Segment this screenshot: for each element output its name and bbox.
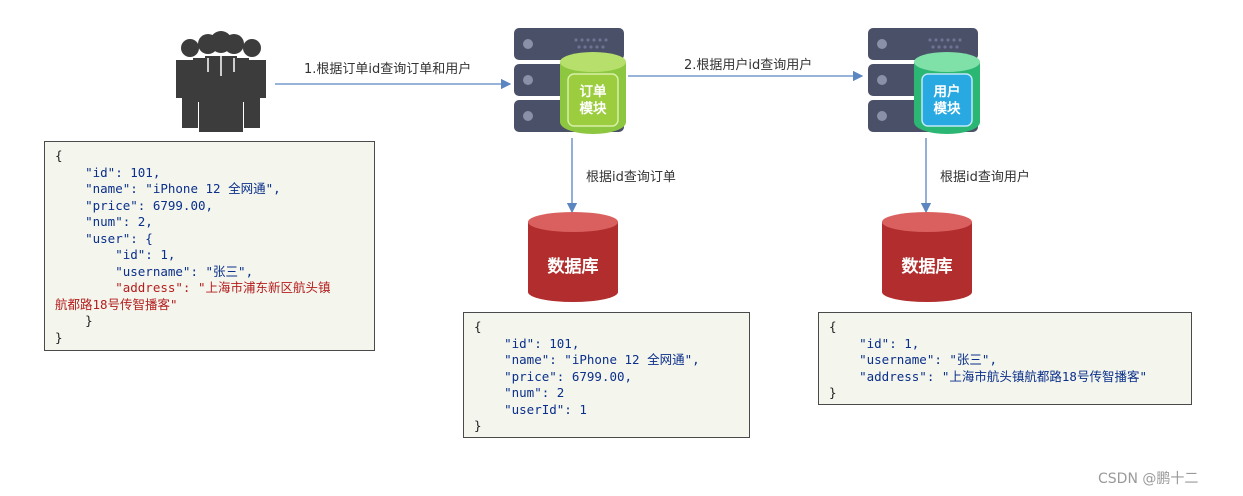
code-line: } (474, 418, 482, 433)
code-line: "num": 2, (55, 214, 153, 229)
arrow-label-query-order-by-id: 根据id查询订单 (586, 170, 676, 185)
arrow-label-query-user-by-id: 根据id查询用户 (940, 170, 1030, 185)
code-line: "address": "上海市浦东新区航头镇 (55, 280, 331, 295)
code-line: "num": 2 (474, 385, 565, 400)
order-module-line2: 模块 (579, 101, 607, 117)
code-line: "name": "iPhone 12 全网通", (55, 181, 281, 196)
user-database-label: 数据库 (901, 257, 953, 277)
user-module-cylinder (914, 52, 980, 134)
user-module-line2: 模块 (933, 101, 961, 117)
code-block-user: { "id": 1, "username": "张三", "address": … (818, 312, 1192, 405)
code-line: "price": 6799.00, (474, 368, 633, 384)
code-line: "id": 1, (55, 247, 176, 262)
code-line: "id": 1, (829, 335, 920, 351)
code-line: } (829, 385, 837, 400)
code-line: { (829, 319, 837, 334)
code-line: "price": 6799.00, (55, 197, 214, 213)
code-line: "name": "iPhone 12 全网通", (474, 352, 700, 367)
code-line: "address": "上海市航头镇航都路18号传智播客" (829, 368, 1147, 384)
order-database-icon (528, 212, 618, 302)
code-line: "user": { (55, 230, 153, 246)
code-block-result: { "id": 101, "name": "iPhone 12 全网通", "p… (44, 141, 375, 351)
order-module-cylinder (560, 52, 626, 134)
arrow-label-query-order-and-user: 1.根据订单id查询订单和用户 (304, 62, 472, 77)
user-module-label: 用户 模块 (922, 84, 972, 118)
code-line: "id": 101, (474, 335, 580, 351)
code-line: "username": "张三", (55, 263, 254, 279)
code-line: 航都路18号传智播客" (55, 296, 178, 312)
code-line: "username": "张三", (829, 352, 997, 367)
arrow-label-query-user: 2.根据用户id查询用户 (684, 58, 813, 73)
order-module-label: 订单 模块 (568, 84, 618, 118)
code-line: } (55, 313, 93, 328)
code-block-order: { "id": 101, "name": "iPhone 12 全网通", "p… (463, 312, 750, 438)
users-group-icon (176, 31, 266, 132)
code-line: { (55, 148, 63, 163)
code-line: "id": 101, (55, 164, 161, 180)
order-database-label: 数据库 (547, 257, 599, 277)
watermark: CSDN @鹏十二 (1098, 471, 1199, 487)
user-database-icon (882, 212, 972, 302)
order-module-line1: 订单 (579, 84, 607, 100)
code-line: { (474, 319, 482, 334)
user-module-line1: 用户 (933, 84, 961, 100)
code-line: "userId": 1 (474, 401, 587, 417)
code-line: } (55, 329, 63, 345)
